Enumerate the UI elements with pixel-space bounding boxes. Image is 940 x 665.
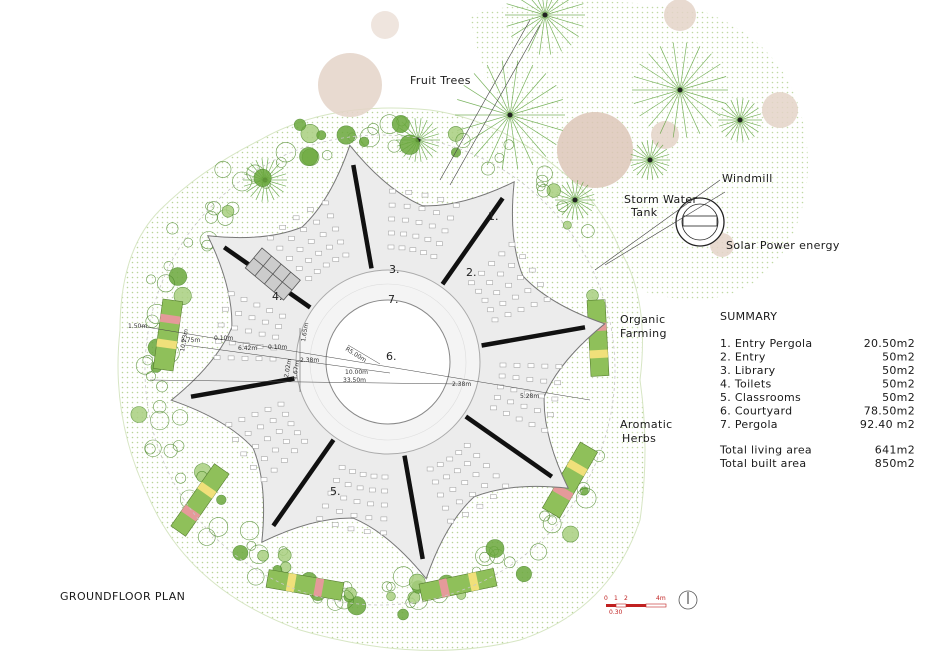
scale-2: 2 xyxy=(624,595,628,602)
dim-33-50: 33.50m xyxy=(343,377,366,384)
dim-0-10a: 0.10m xyxy=(214,335,233,342)
dim-2-38a: 2.38m xyxy=(300,357,319,364)
label-fruit-trees: Fruit Trees xyxy=(410,74,471,87)
north-arrow-icon xyxy=(678,590,698,610)
partition-walls xyxy=(190,164,586,560)
courtyard xyxy=(295,269,481,455)
room-number-7: 7. xyxy=(388,293,399,306)
summary-total-label: Total living area xyxy=(719,444,812,457)
dim-10-23: 10.23m xyxy=(179,328,190,352)
solar-windmill-lines xyxy=(439,19,726,271)
dim-0-10b: 0.10m xyxy=(268,344,287,351)
dim-2-02: 2.02m xyxy=(283,358,293,378)
garden-beds xyxy=(152,298,610,603)
summary-total-value: 850m2 xyxy=(875,457,915,470)
summary-item-label: 7. Pergola xyxy=(720,418,778,431)
summary-item-value: 50m2 xyxy=(882,391,915,404)
shrub-ring xyxy=(130,114,605,621)
summary-item-label: 3. Library xyxy=(720,364,776,377)
room-number-6: 6. xyxy=(386,350,397,363)
summary-item-label: 2. Entry xyxy=(720,351,766,364)
label-herbs: Herbs xyxy=(622,432,656,445)
dim-1-50: 1.50m xyxy=(128,323,147,330)
toilet-block xyxy=(244,247,301,301)
scale-sub: 0.30 xyxy=(609,609,623,616)
plan-title: GROUNDFLOOR PLAN xyxy=(60,590,185,603)
summary-item-value: 20.50m2 xyxy=(864,337,915,350)
room-number-3: 3. xyxy=(389,263,400,276)
summary-item-label: 4. Toilets xyxy=(720,378,772,391)
summary-item-label: 1. Entry Pergola xyxy=(720,337,812,350)
dim-6-42: 6.42m xyxy=(238,345,257,352)
summary-item-value: 50m2 xyxy=(882,364,915,377)
label-storm-water: Storm Water xyxy=(624,193,698,206)
scale-0: 0 xyxy=(604,595,608,602)
label-solar-power: Solar Power energy xyxy=(726,239,840,252)
label-aromatic: Aromatic xyxy=(620,418,673,431)
label-windmill: Windmill xyxy=(722,172,773,185)
summary-item-value: 78.50m2 xyxy=(864,405,915,418)
scale-4m: 4m xyxy=(656,595,666,602)
summary-item-label: 5. Classrooms xyxy=(720,391,801,404)
summary-item-value: 92.40 m2 xyxy=(860,418,915,431)
summary-total-value: 641m2 xyxy=(875,444,915,457)
summary-item-value: 50m2 xyxy=(882,378,915,391)
dimension-lines xyxy=(139,325,591,401)
summary-table: SUMMARY 1. Entry Pergola 20.50m2 2. Entry 5… xyxy=(719,310,915,470)
summary-item-label: 6. Courtyard xyxy=(720,405,792,418)
scale-bar: 0 1 2 4m 0.30 xyxy=(604,595,667,616)
dim-1-67: 1.67m xyxy=(291,360,301,380)
room-number-1: 1. xyxy=(488,210,499,223)
room-number-4: 4. xyxy=(272,290,283,303)
dim-1-65: 1.65m xyxy=(300,322,310,342)
dim-2-75: 2.75m xyxy=(181,337,200,344)
summary-item-value: 50m2 xyxy=(882,351,915,364)
dim-5-28: 5.28m xyxy=(520,393,539,400)
summary-total-label: Total built area xyxy=(719,457,806,470)
dim-2-38b: 2.38m xyxy=(452,381,471,388)
classroom-desks xyxy=(213,188,563,536)
scale-1: 1 xyxy=(614,595,618,602)
dim-10-00: 10.00m xyxy=(345,369,368,376)
summary-heading: SUMMARY xyxy=(720,310,777,323)
label-organic: Organic xyxy=(620,313,666,326)
label-farming: Farming xyxy=(620,327,667,340)
room-number-2: 2. xyxy=(466,266,477,279)
label-storm-water-tank: Tank xyxy=(630,206,658,219)
site-ring xyxy=(144,134,616,606)
room-number-5: 5. xyxy=(330,485,341,498)
